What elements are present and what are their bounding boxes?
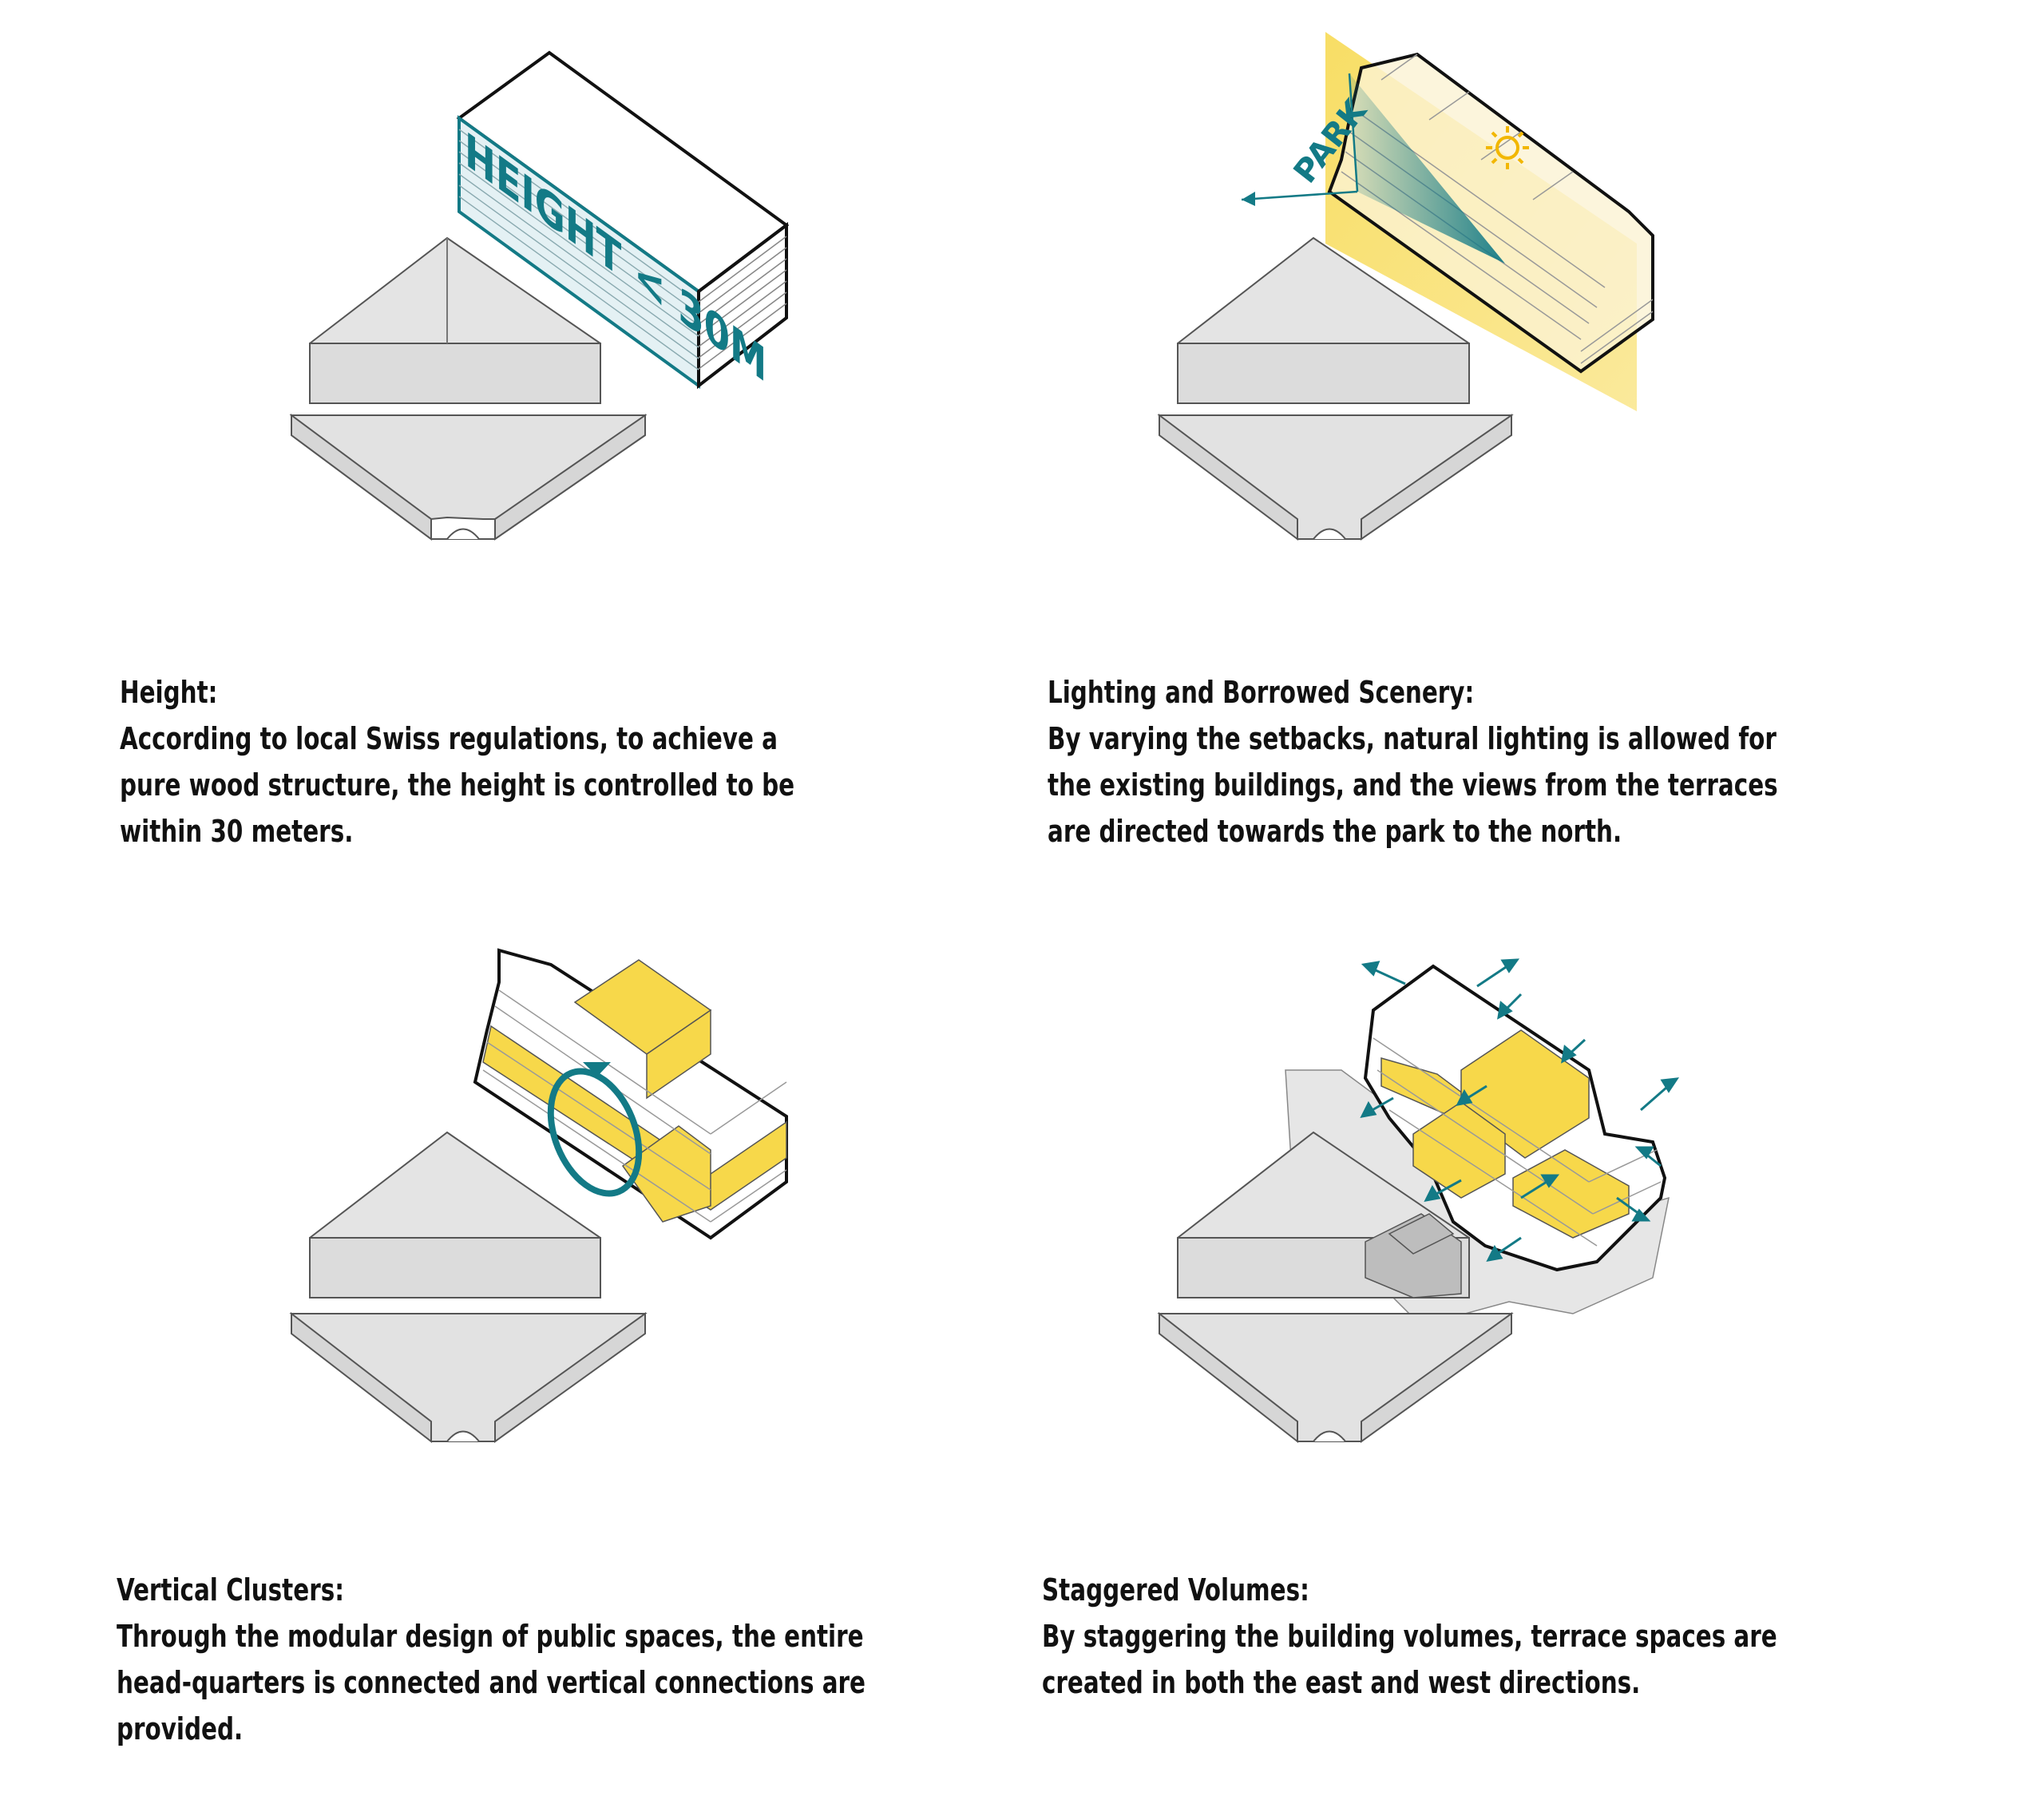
height-caption: Height: According to local Swiss regulat… [120,669,1014,854]
staggered-title: Staggered Volumes: [1042,1572,1309,1608]
staggered-building-block [1363,964,1667,1272]
existing-base-slab [1157,1311,1514,1444]
height-title: Height: [120,675,218,710]
lighting-diagram: PARK [1157,32,1654,541]
height-diagram: HEIGHT < 30M [289,50,790,541]
existing-base-slab [289,1311,648,1444]
staggered-diagram [1157,958,1680,1444]
view-arrow-line [1241,190,1358,201]
existing-base-slab [289,414,648,541]
existing-triangle-block [309,236,601,404]
staggered-description: By staggering the building volumes, terr… [1042,1619,1777,1700]
new-building-block [456,50,790,390]
vertical-description: Through the modular design of public spa… [117,1619,866,1746]
lighting-title: Lighting and Borrowed Scenery: [1048,675,1475,710]
lighting-description: By varying the setbacks, natural lightin… [1048,721,1778,849]
view-arrow-head [1242,192,1255,206]
height-description: According to local Swiss regulations, to… [120,721,795,849]
terrace-direction-arrows [1360,958,1680,1263]
vertical-diagram [289,948,788,1444]
staggered-caption: Staggered Volumes: By staggering the bui… [1042,1567,1936,1706]
existing-triangle-block [309,1131,601,1298]
view-cone [1349,73,1505,264]
sun-icon [1486,126,1529,169]
lighting-caption: Lighting and Borrowed Scenery: By varyin… [1048,669,1942,854]
vertical-circulation-icon [547,1062,643,1197]
vertical-title: Vertical Clusters: [117,1572,344,1608]
vertical-caption: Vertical Clusters: Through the modular d… [117,1567,1011,1752]
stair-volume [1365,1213,1462,1298]
existing-base-slab [1157,413,1514,541]
existing-triangle-block [1177,236,1470,404]
clustered-building-block [473,948,788,1240]
